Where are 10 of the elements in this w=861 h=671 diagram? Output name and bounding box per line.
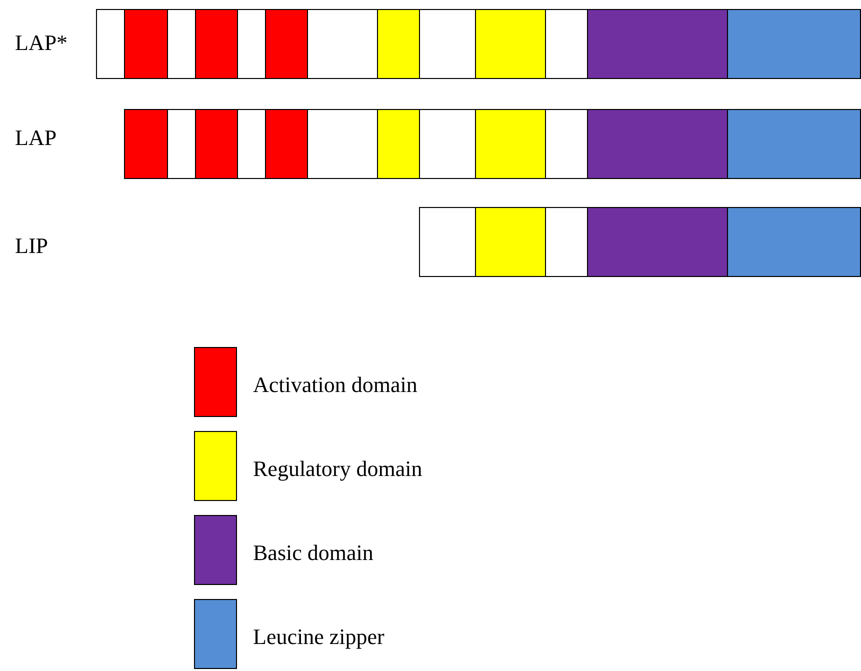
- protein-domain-drawing: [419, 207, 861, 277]
- row-label: LIP: [15, 232, 48, 260]
- protein-domain-drawing: [124, 109, 861, 179]
- row-label: LAP*: [15, 29, 68, 57]
- legend-label: Activation domain: [253, 371, 418, 399]
- row-label: LAP: [15, 124, 57, 152]
- legend-label: Regulatory domain: [253, 455, 422, 483]
- legend-label: Leucine zipper: [253, 623, 384, 651]
- protein-domain-drawing: [96, 9, 861, 79]
- legend-label: Basic domain: [253, 539, 374, 567]
